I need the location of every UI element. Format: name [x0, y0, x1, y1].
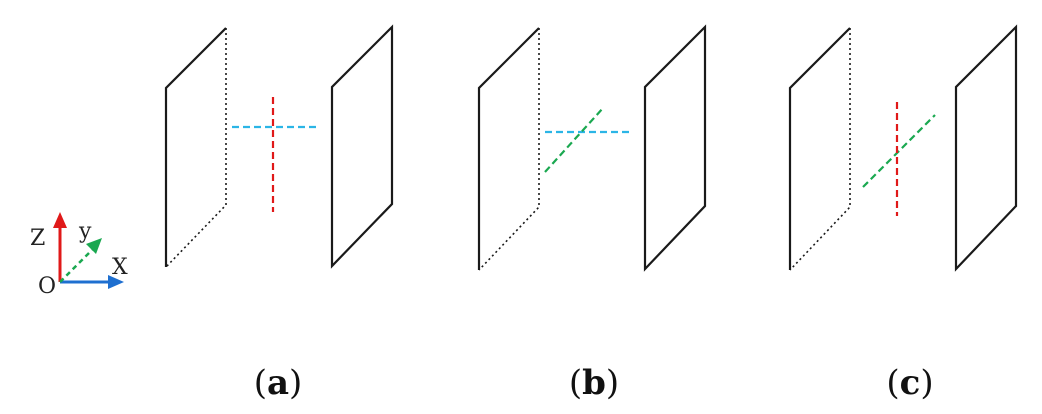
origin-label: O [38, 274, 56, 299]
panel-caption-b: (b) [569, 363, 619, 403]
left-plate-solid-edge [164, 27, 227, 267]
left-plate-dotted-edge [789, 28, 851, 271]
left-plate-solid-edge [477, 27, 540, 270]
y-axis-arrowhead [86, 238, 102, 254]
y-axis-label: y [78, 219, 92, 244]
panel-b: (b) [477, 24, 707, 403]
y-axis-arrow [59, 249, 93, 283]
y-direction-line [862, 114, 936, 188]
y-direction-line [544, 106, 605, 173]
panel-caption-c: (c) [886, 363, 933, 403]
left-plate-solid-edge [788, 27, 851, 270]
z-axis-label: Z [30, 226, 45, 251]
left-plate-dotted-edge [478, 28, 540, 271]
coordinate-axes: Z y X O [30, 212, 128, 299]
x-axis-label: X [112, 255, 128, 280]
panel-a: (a) [164, 24, 394, 403]
right-plate [643, 24, 707, 272]
left-plate-dotted-edge [165, 28, 227, 268]
panel-caption-a: (a) [254, 363, 303, 403]
x-axis-arrowhead [108, 275, 124, 289]
right-plate [330, 24, 394, 269]
z-axis-arrowhead [53, 212, 67, 228]
panel-c: (c) [788, 24, 1018, 403]
right-plate [954, 24, 1018, 272]
